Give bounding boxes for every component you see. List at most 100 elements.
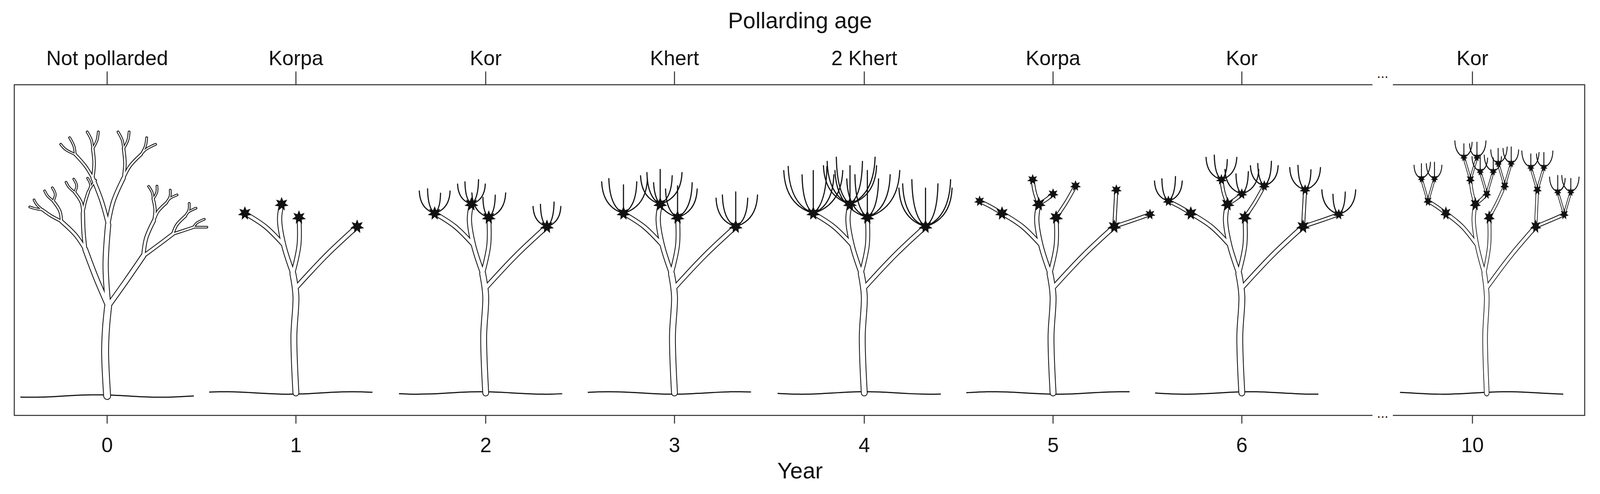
pollard-knob — [1476, 166, 1484, 176]
pollard-knob — [1507, 158, 1515, 168]
sprout-shoot — [1214, 154, 1222, 180]
branch-outline — [295, 226, 357, 288]
pollarded-tree — [398, 179, 563, 394]
branch-outline — [1225, 203, 1239, 274]
branch-fill — [244, 213, 284, 245]
sprout-shoot — [1305, 167, 1321, 190]
branch-outline — [74, 192, 83, 213]
pollard-knob — [292, 210, 306, 224]
pollard-knob — [1333, 208, 1345, 220]
sprout-shoot — [488, 192, 506, 218]
pollard-knob — [1144, 208, 1156, 220]
pollard-knob — [1466, 173, 1475, 185]
pollard-knob — [670, 210, 685, 224]
pollard-knob — [1107, 219, 1122, 233]
year-label: 3 — [668, 433, 681, 456]
branch-outline — [1241, 226, 1304, 288]
pollard-knob — [1482, 188, 1492, 199]
branch-fill — [292, 273, 297, 393]
tick-mark — [106, 71, 108, 85]
tick-mark — [1052, 414, 1054, 424]
branch-fill — [671, 273, 675, 393]
pollard-knob — [1540, 162, 1548, 172]
sprout-shoot — [1321, 189, 1339, 215]
branch-outline — [469, 203, 483, 274]
pollard-knob — [464, 197, 479, 211]
year-label: 5 — [1047, 433, 1059, 456]
branch-fill — [861, 273, 865, 393]
sprout-shoot — [783, 170, 814, 214]
branch-fill — [1049, 273, 1054, 393]
branch-outline — [674, 226, 736, 288]
ground-line — [1400, 391, 1564, 395]
pollard-knob — [1460, 152, 1468, 161]
branch-fill — [434, 213, 474, 245]
frame-line — [1392, 84, 1585, 416]
pollard-knob — [1417, 173, 1425, 183]
pollard-knob — [1296, 219, 1310, 233]
sprout-shoot — [1454, 140, 1465, 158]
pollard-knob — [1483, 210, 1495, 224]
branch-fill — [166, 194, 177, 203]
branch-outline — [1190, 213, 1230, 245]
sprout-shoot — [1241, 171, 1249, 194]
branch-fill — [813, 213, 853, 245]
branch-outline — [1114, 214, 1150, 227]
pollard-knob — [1069, 179, 1082, 191]
pollard-knob — [1440, 206, 1452, 220]
sprout-shoot — [716, 197, 736, 227]
branch-outline — [861, 217, 868, 274]
branch-fill — [1190, 213, 1230, 245]
branch-fill — [143, 233, 173, 257]
branch-fill — [108, 177, 124, 225]
branch-fill — [1535, 214, 1565, 227]
pollard-knob — [1500, 179, 1510, 191]
pollarded-tree — [1400, 140, 1580, 395]
branch-outline — [65, 181, 75, 193]
pollard-knob — [481, 210, 496, 224]
sprout-shoot — [867, 174, 891, 218]
pollard-knob — [1237, 210, 1252, 224]
branch-outline — [166, 194, 177, 203]
branch-outline — [193, 225, 207, 229]
pollard-knob — [1183, 206, 1198, 220]
tick-mark — [863, 71, 865, 85]
branch-fill — [53, 200, 62, 222]
branch-outline — [482, 273, 486, 393]
branch-fill — [193, 226, 207, 228]
sprout-shoot — [1264, 160, 1272, 186]
stage-label: Korpa — [268, 46, 324, 70]
sprout-shoot — [1168, 180, 1183, 201]
ground-line — [209, 391, 373, 395]
branch-fill — [1473, 203, 1485, 274]
pollard-knob — [1430, 173, 1438, 183]
branch-fill — [73, 179, 77, 193]
stage-label: Not pollarded — [46, 46, 168, 70]
branch-fill — [1244, 185, 1265, 218]
sprout-shoot — [834, 170, 868, 218]
sprout-shoot — [1521, 150, 1531, 168]
branch-outline — [623, 213, 663, 245]
branch-outline — [87, 131, 93, 149]
sprout-shoot — [911, 179, 926, 227]
branch-outline — [292, 273, 297, 393]
branch-outline — [864, 226, 926, 288]
branch-fill — [482, 217, 490, 274]
branch-fill — [42, 209, 62, 222]
branch-fill — [117, 131, 124, 149]
stage-label: 2 Khert — [831, 46, 898, 70]
branch-outline — [92, 131, 99, 149]
branch-fill — [864, 226, 926, 288]
branch-fill — [87, 131, 93, 149]
branch-outline — [52, 187, 56, 201]
branch-outline — [123, 131, 130, 149]
sprout-shoot — [813, 170, 843, 214]
branch-outline — [92, 177, 109, 225]
branch-outline — [1303, 214, 1339, 227]
branch-fill — [92, 131, 99, 149]
pollard-knob — [653, 197, 668, 211]
pollard-knob — [806, 206, 821, 220]
sprout-shoot — [623, 181, 637, 214]
sprout-shoot — [677, 188, 698, 218]
